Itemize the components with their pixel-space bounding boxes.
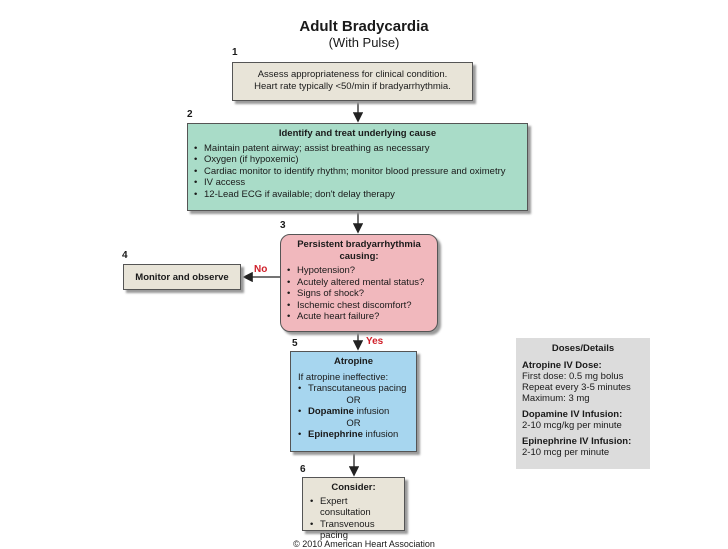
step-2-box: Identify and treat underlying cause Main… (187, 123, 528, 211)
step-5-list: Transcutaneous pacing (298, 383, 409, 395)
list-item: Transcutaneous pacing (298, 383, 409, 395)
or-label: OR (346, 417, 361, 429)
list-item: Acute heart failure? (287, 311, 431, 323)
epinephrine-title: Epinephrine IV Infusion: (522, 436, 632, 447)
step-4-label: Monitor and observe (135, 272, 229, 283)
list-item: Cardiac monitor to identify rhythm; moni… (194, 166, 521, 178)
list-item: Hypotension? (287, 265, 431, 277)
step-5-heading: Atropine (333, 356, 374, 367)
step-1-line-1: Assess appropriateness for clinical cond… (257, 69, 448, 80)
epinephrine-bold: Epinephrine (308, 429, 363, 440)
dopamine-line: 2-10 mcg/kg per minute (522, 420, 622, 431)
doses-details-panel: Doses/Details Atropine IV Dose: First do… (516, 338, 650, 469)
step-1-box: Assess appropriateness for clinical cond… (232, 62, 473, 101)
step-6-number: 6 (300, 464, 306, 475)
diagram-title: Adult Bradycardia (299, 18, 429, 35)
step-3-box: Persistent bradyarrhythmia causing: Hypo… (280, 234, 438, 332)
copyright-footer: © 2010 American Heart Association (293, 539, 435, 549)
step-4-number: 4 (122, 250, 128, 261)
list-item: Oxygen (if hypoxemic) (194, 154, 521, 166)
step-5-number: 5 (292, 338, 298, 349)
step-5-box: Atropine If atropine ineffective: Transc… (290, 351, 417, 452)
step-1-number: 1 (232, 47, 238, 58)
dopamine-bold: Dopamine (308, 406, 354, 417)
step-3-list: Hypotension? Acutely altered mental stat… (287, 265, 431, 323)
epinephrine-line: 2-10 mcg per minute (522, 447, 610, 458)
branch-no-label: No (254, 264, 268, 275)
step-2-number: 2 (187, 109, 193, 120)
step-6-heading: Consider: (331, 482, 376, 493)
list-item: Dopamine infusion (298, 406, 409, 418)
list-item: Transvenous pacing (310, 519, 397, 542)
or-label: OR (346, 394, 361, 406)
atropine-line: Repeat every 3-5 minutes (522, 382, 631, 393)
diagram-subtitle: (With Pulse) (328, 35, 400, 50)
step-4-box: Monitor and observe (123, 264, 241, 290)
step-5-list-2: Dopamine infusion (298, 406, 409, 418)
step-3-heading-line-1: Persistent bradyarrhythmia (297, 239, 421, 250)
doses-heading: Doses/Details (551, 343, 615, 354)
dopamine-rest: infusion (353, 406, 390, 417)
step-5-list-3: Epinephrine infusion (298, 429, 409, 441)
epinephrine-rest: infusion (362, 429, 399, 440)
list-item: 12-Lead ECG if available; don't delay th… (194, 189, 521, 201)
step-3-heading-line-2: causing: (339, 250, 379, 262)
atropine-title: Atropine IV Dose: (522, 360, 602, 371)
list-item: Signs of shock? (287, 288, 431, 300)
list-item: Epinephrine infusion (298, 429, 409, 441)
list-item: Maintain patent airway; assist breathing… (194, 143, 521, 155)
step-1-line-2: Heart rate typically <50/min if bradyarr… (254, 80, 451, 92)
step-2-heading: Identify and treat underlying cause (278, 128, 437, 139)
list-item: Expert consultation (310, 496, 397, 519)
step-5-intro: If atropine ineffective: (298, 371, 389, 383)
branch-yes-label: Yes (366, 336, 384, 347)
step-3-number: 3 (280, 220, 286, 231)
list-item: IV access (194, 177, 521, 189)
list-item: Acutely altered mental status? (287, 277, 431, 289)
step-2-list: Maintain patent airway; assist breathing… (194, 143, 521, 201)
atropine-line: Maximum: 3 mg (522, 393, 590, 404)
dopamine-title: Dopamine IV Infusion: (522, 409, 623, 420)
atropine-line: First dose: 0.5 mg bolus (522, 371, 624, 382)
list-item: Ischemic chest discomfort? (287, 300, 431, 312)
step-6-list: Expert consultation Transvenous pacing (310, 496, 397, 542)
step-6-box: Consider: Expert consultation Transvenou… (302, 477, 405, 541)
